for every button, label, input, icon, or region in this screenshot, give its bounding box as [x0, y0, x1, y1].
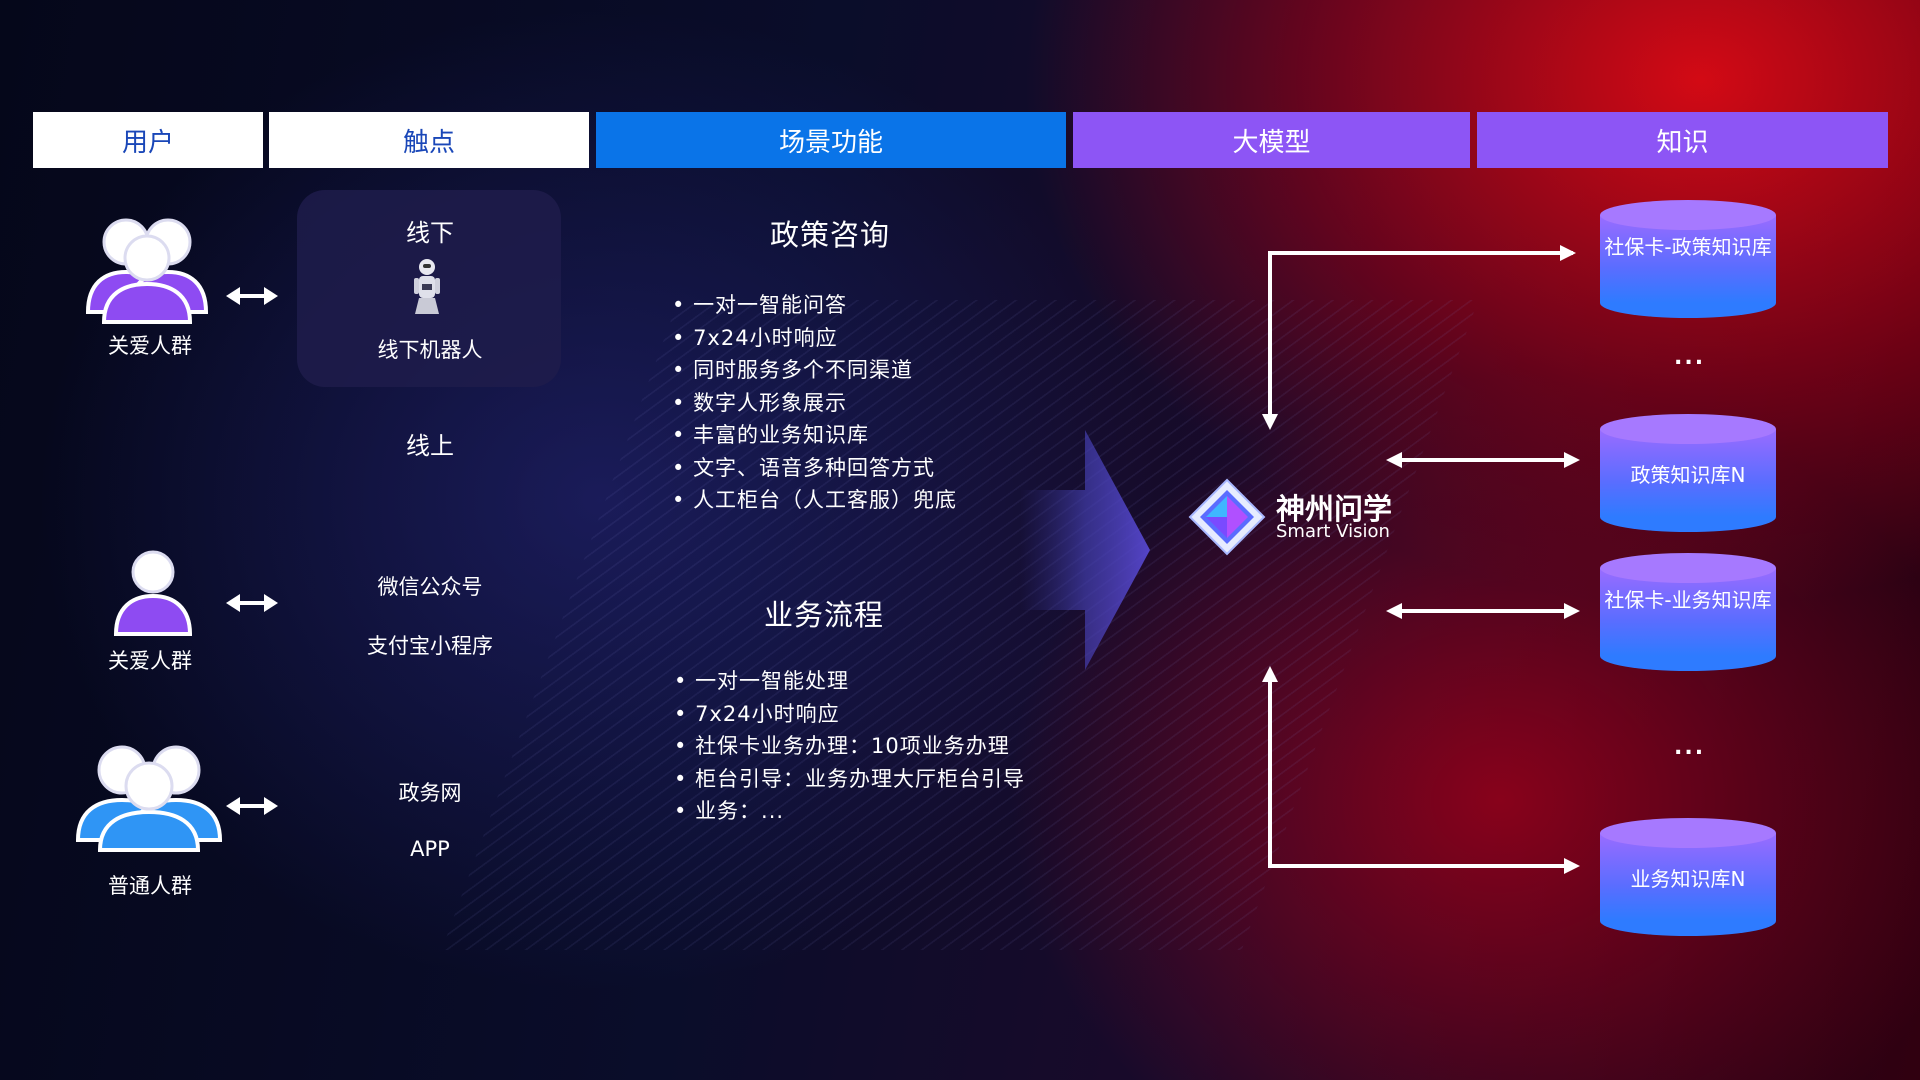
list-item: 业务：... [674, 795, 1025, 828]
user-group3-label: 普通人群 [108, 874, 192, 898]
user-single-icon [113, 550, 193, 636]
online-title: 线上 [406, 432, 454, 460]
list-item: 文字、语音多种回答方式 [672, 452, 957, 485]
arrow-head [1564, 452, 1580, 468]
list-item: 一对一智能处理 [674, 665, 1025, 698]
db-label: 政策知识库N [1630, 463, 1746, 487]
knowledge-db-business: 社保卡-业务知识库 [1600, 553, 1776, 671]
gov-web-label: 政务网 [398, 781, 462, 805]
list-item: 社保卡业务办理：10项业务办理 [674, 730, 1025, 763]
arrow-head [1564, 603, 1580, 619]
user-group2-label: 关爱人群 [108, 649, 192, 673]
app-label: APP [410, 837, 450, 861]
flow-arrow-icon [1020, 430, 1150, 670]
list-item: 人工柜台（人工客服）兜底 [672, 484, 957, 517]
model-name-cn: 神州问学 [1276, 492, 1393, 526]
user-group-icon [75, 745, 223, 852]
arrow-head [1262, 414, 1278, 430]
double-arrow-icon [226, 594, 278, 612]
model-name-en: Smart Vision [1276, 521, 1390, 542]
double-arrow-icon [226, 797, 278, 815]
user-group-icon [85, 218, 209, 324]
ellipsis: ... [1674, 345, 1706, 370]
robot-icon [414, 259, 440, 314]
wechat-label: 微信公众号 [377, 575, 483, 599]
header-knowledge: 知识 [1477, 112, 1888, 168]
arrow-head [1386, 452, 1402, 468]
policy-list: 一对一智能问答 7x24小时响应 同时服务多个不同渠道 数字人形象展示 丰富的业… [672, 289, 957, 517]
header-user: 用户 [33, 112, 263, 168]
double-arrow-icon [226, 287, 278, 305]
header-scene: 场景功能 [596, 112, 1066, 168]
list-item: 丰富的业务知识库 [672, 419, 957, 452]
db-label: 社保卡-政策知识库 [1604, 235, 1772, 259]
policy-title: 政策咨询 [770, 218, 891, 252]
arrow-head [1560, 245, 1576, 261]
arrow-head [1564, 858, 1580, 874]
db-label: 业务知识库N [1630, 867, 1746, 891]
header-model: 大模型 [1073, 112, 1470, 168]
list-item: 7x24小时响应 [674, 698, 1025, 731]
list-item: 数字人形象展示 [672, 387, 957, 420]
process-title: 业务流程 [764, 598, 885, 632]
arrow-head [1386, 603, 1402, 619]
header-touchpoint: 触点 [269, 112, 589, 168]
db-label: 社保卡-业务知识库 [1604, 588, 1772, 612]
ellipsis: ... [1674, 735, 1706, 760]
smart-vision-logo-icon [1188, 478, 1266, 556]
knowledge-db-policy: 社保卡-政策知识库 [1600, 200, 1776, 318]
arrow-head [1262, 666, 1278, 682]
offline-title: 线下 [406, 219, 454, 247]
offline-robot-label: 线下机器人 [377, 338, 483, 362]
list-item: 同时服务多个不同渠道 [672, 354, 957, 387]
alipay-label: 支付宝小程序 [367, 634, 493, 658]
list-item: 柜台引导：业务办理大厅柜台引导 [674, 763, 1025, 796]
process-list: 一对一智能处理 7x24小时响应 社保卡业务办理：10项业务办理 柜台引导：业务… [674, 665, 1025, 828]
knowledge-db-business-n: 业务知识库N [1600, 818, 1776, 936]
user-group1-label: 关爱人群 [108, 334, 192, 358]
knowledge-db-policy-n: 政策知识库N [1600, 414, 1776, 532]
list-item: 一对一智能问答 [672, 289, 957, 322]
list-item: 7x24小时响应 [672, 322, 957, 355]
